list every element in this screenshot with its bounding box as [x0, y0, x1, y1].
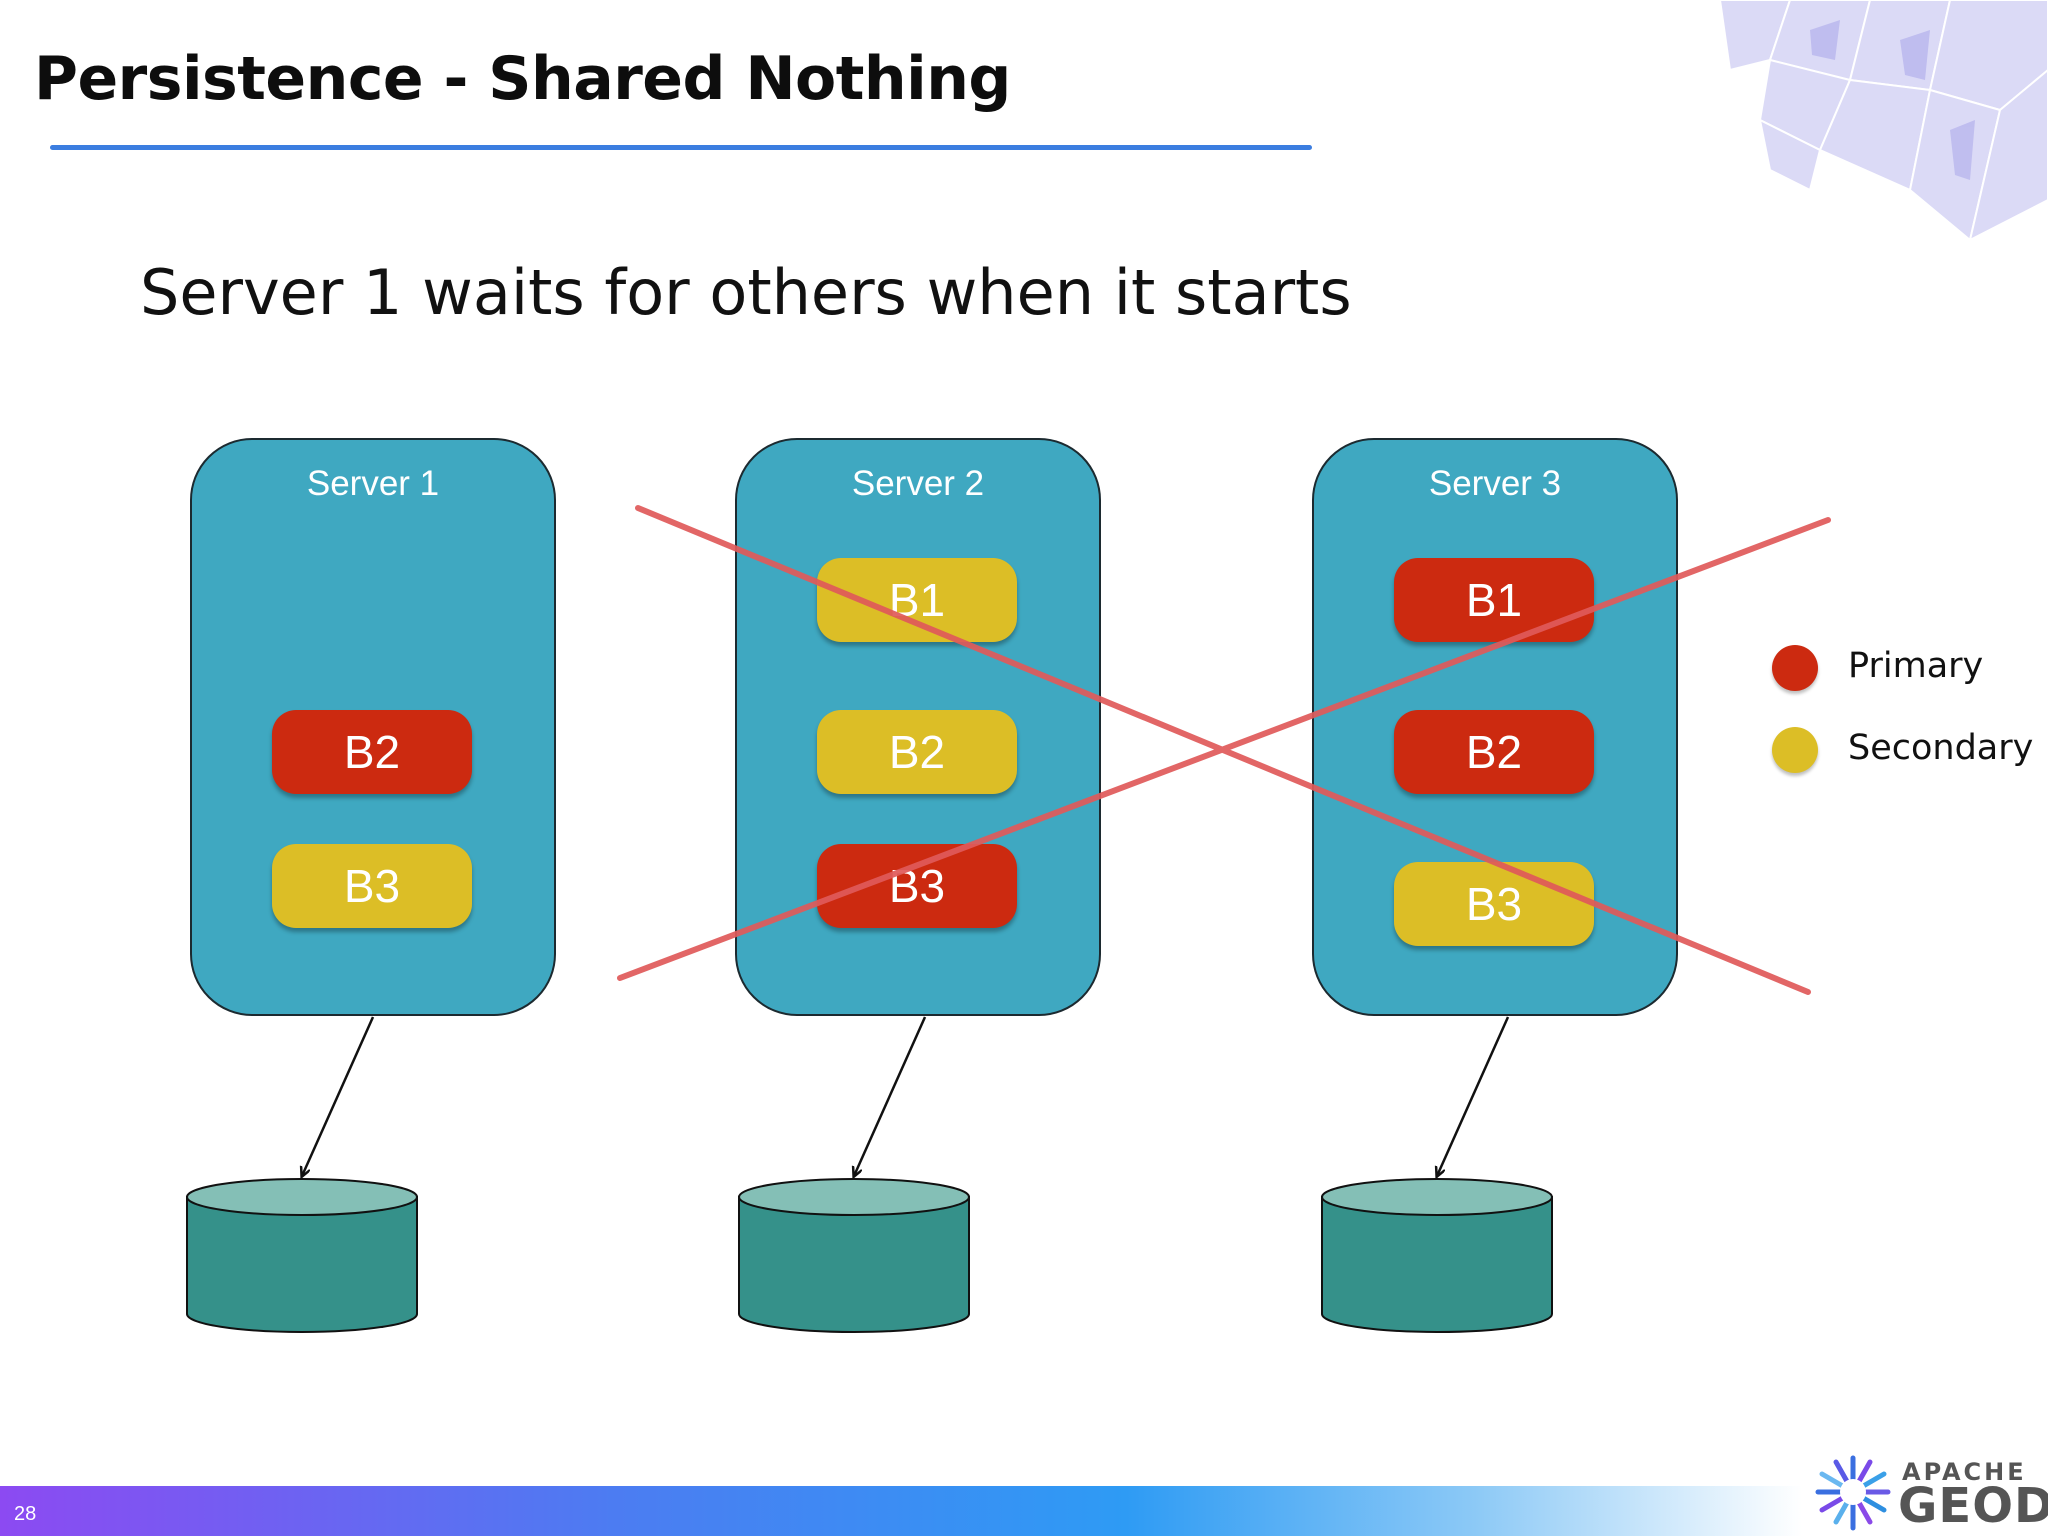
legend-secondary-dot [1772, 727, 1818, 773]
logo-apache: APACHE [1902, 1458, 2027, 1486]
crystal-icon [1718, 0, 2048, 242]
bucket-b2-primary: B2 [272, 710, 472, 794]
bucket-b2-primary: B2 [1394, 710, 1594, 794]
legend-secondary-label: Secondary [1848, 728, 2034, 768]
page-number: 28 [14, 1503, 37, 1525]
server-label: Server 2 [851, 464, 985, 503]
arrow-server-1-to-disk [302, 1016, 375, 1176]
title-underline [50, 145, 1312, 150]
disk-server-3 [1321, 1178, 1553, 1333]
bucket-b3-secondary: B3 [272, 844, 472, 928]
bucket-b1-secondary: B1 [817, 558, 1017, 642]
server-1-box: Server 1 B2 B3 [190, 438, 556, 1016]
legend-primary-label: Primary [1848, 646, 1984, 686]
server-label: Server 3 [1428, 464, 1562, 503]
bucket-b3-secondary: B3 [1394, 862, 1594, 946]
disk-server-2 [738, 1178, 970, 1333]
slide-subtitle: Server 1 waits for others when it starts [140, 256, 1352, 329]
footer-bar [0, 1486, 2048, 1536]
logo-geode: GEODE [1898, 1478, 2048, 1534]
bucket-b2-secondary: B2 [817, 710, 1017, 794]
arrow-server-2-to-disk [854, 1016, 927, 1176]
bucket-b3-primary: B3 [817, 844, 1017, 928]
server-3-box: Server 3 B1 B2 B3 [1312, 438, 1678, 1016]
server-2-box: Server 2 B1 B2 B3 [735, 438, 1101, 1016]
slide-title: Persistence - Shared Nothing [34, 44, 1011, 114]
server-label: Server 1 [306, 464, 440, 503]
disk-server-1 [186, 1178, 418, 1333]
arrow-server-3-to-disk [1437, 1016, 1510, 1176]
bucket-b1-primary: B1 [1394, 558, 1594, 642]
starburst-icon [1815, 1455, 1891, 1531]
legend-primary-dot [1772, 645, 1818, 691]
